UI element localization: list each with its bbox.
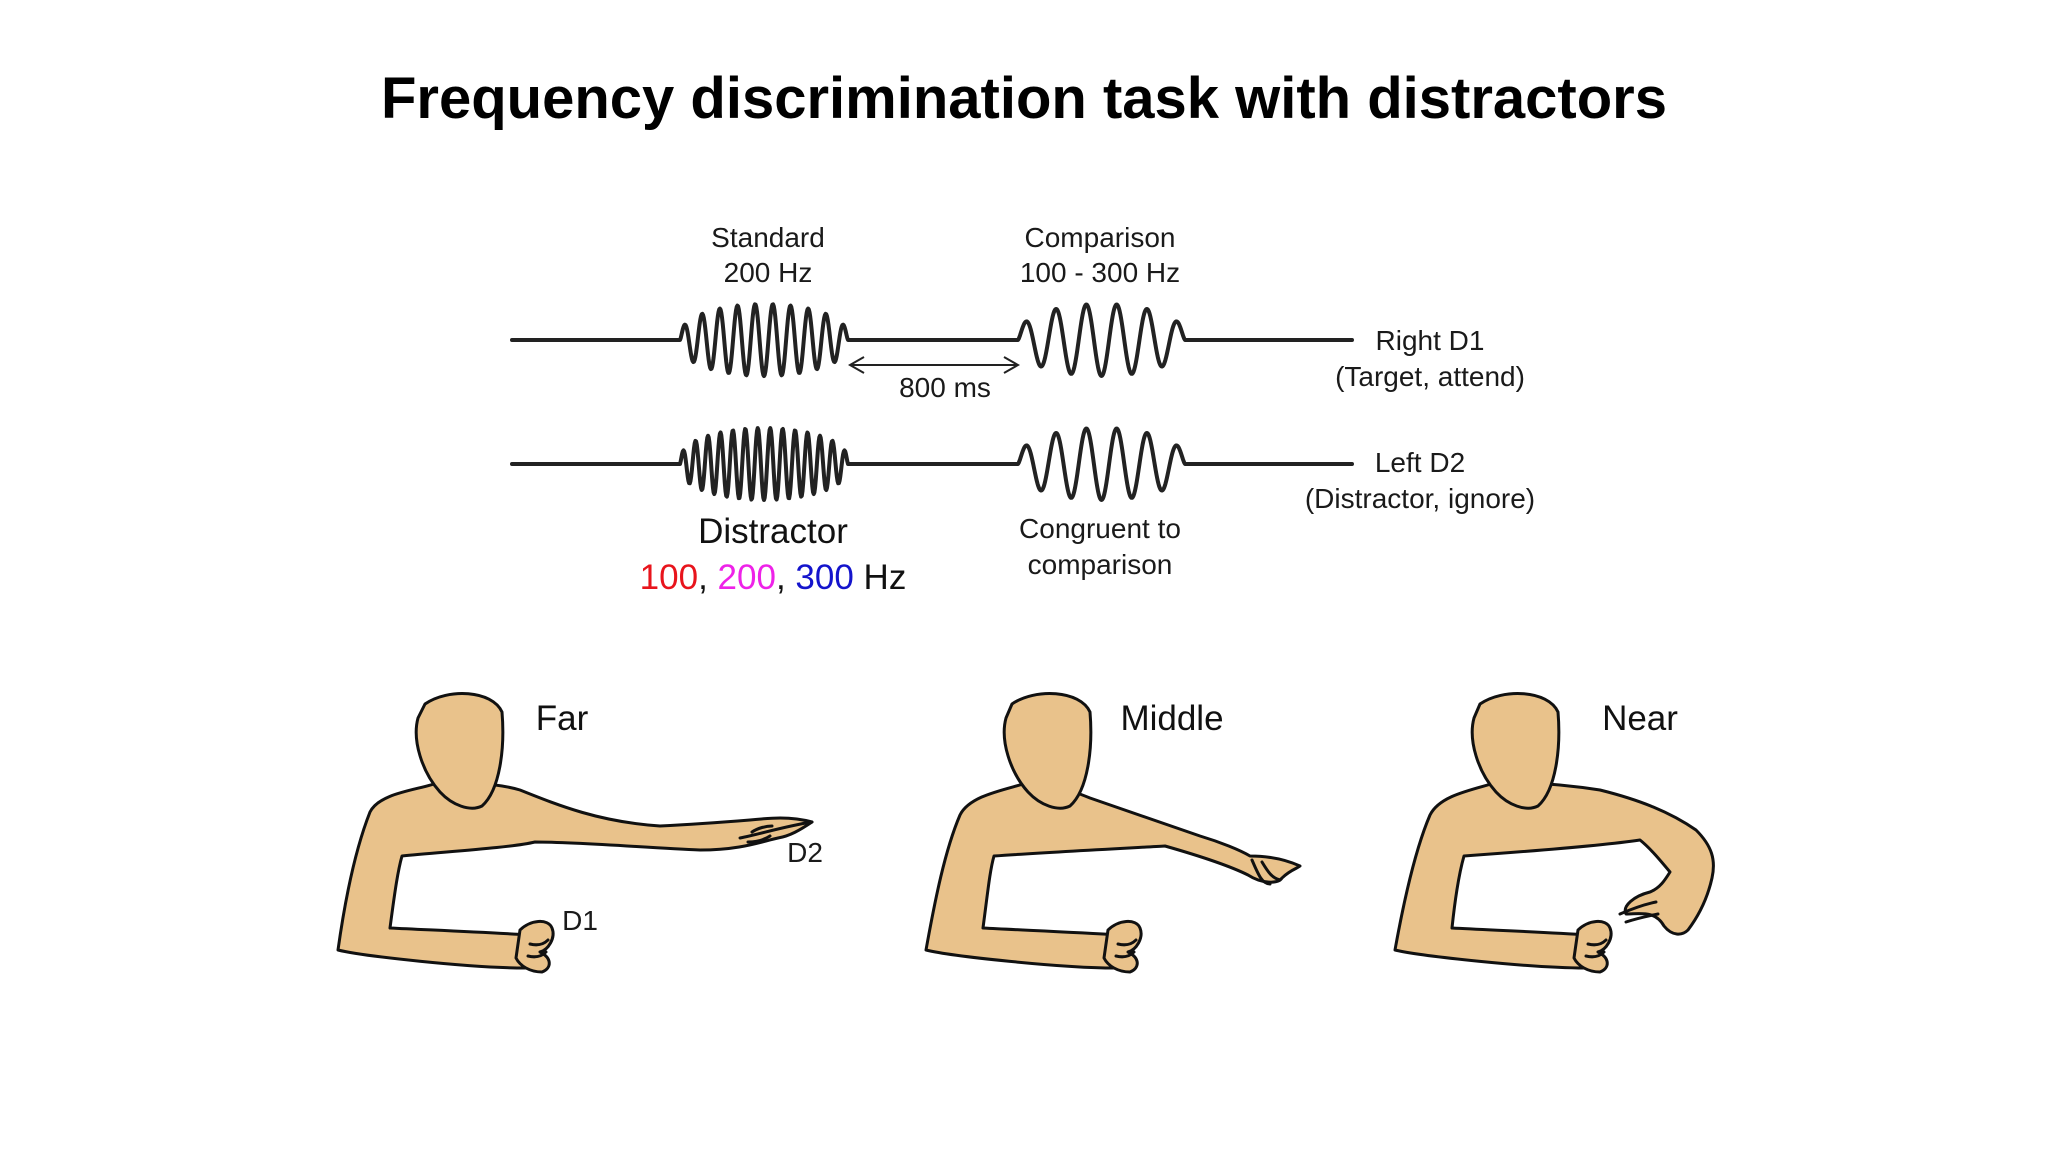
distractor-freqs: 100, 200, 300 Hz [640, 558, 907, 597]
right-d1-role: (Target, attend) [1335, 361, 1525, 392]
posture-middle-label: Middle [1120, 699, 1223, 738]
far-pointing-hand-d2 [738, 820, 814, 844]
standard-freq: 200 Hz [724, 257, 813, 288]
distractor-freq-200: 200 [718, 558, 776, 597]
left-d2-waveform [510, 426, 1354, 502]
near-fist [1572, 920, 1613, 974]
distractor-freq-100: 100 [640, 558, 698, 597]
posture-near [1393, 692, 1715, 974]
distractor-freq-300: 300 [795, 558, 853, 597]
left-d2-label: Left D2 [1375, 447, 1465, 478]
figure-title: Frequency discrimination task with distr… [381, 66, 1667, 131]
distractor-sep: , [776, 558, 786, 597]
congruent-label-2: comparison [1028, 549, 1173, 580]
near-body [1393, 780, 1715, 970]
middle-head [1002, 692, 1093, 810]
right-d1-waveform [510, 302, 1354, 378]
middle-body [924, 780, 1302, 970]
comparison-label: Comparison [1025, 222, 1176, 253]
posture-middle [924, 692, 1302, 974]
d2-label: D2 [787, 837, 823, 868]
far-fist-d1 [514, 920, 555, 974]
middle-fist [1102, 920, 1143, 974]
distractor-sep: , [698, 558, 708, 597]
interval-label: 800 ms [899, 372, 991, 403]
far-head [414, 692, 505, 810]
far-body [336, 780, 814, 970]
standard-label: Standard [711, 222, 825, 253]
near-pointing-hand [1618, 900, 1660, 924]
left-d2-role: (Distractor, ignore) [1305, 483, 1535, 514]
middle-pointing-hand [1250, 858, 1282, 886]
distractor-unit: Hz [864, 558, 907, 597]
posture-far [336, 692, 814, 974]
near-head [1470, 692, 1561, 810]
right-d1-label: Right D1 [1376, 325, 1485, 356]
comparison-freq: 100 - 300 Hz [1020, 257, 1180, 288]
d1-label: D1 [562, 905, 598, 936]
interval-arrow [847, 356, 1021, 374]
distractor-label: Distractor [698, 512, 848, 551]
posture-near-label: Near [1602, 699, 1678, 738]
congruent-label-1: Congruent to [1019, 513, 1181, 544]
posture-far-label: Far [536, 699, 589, 738]
